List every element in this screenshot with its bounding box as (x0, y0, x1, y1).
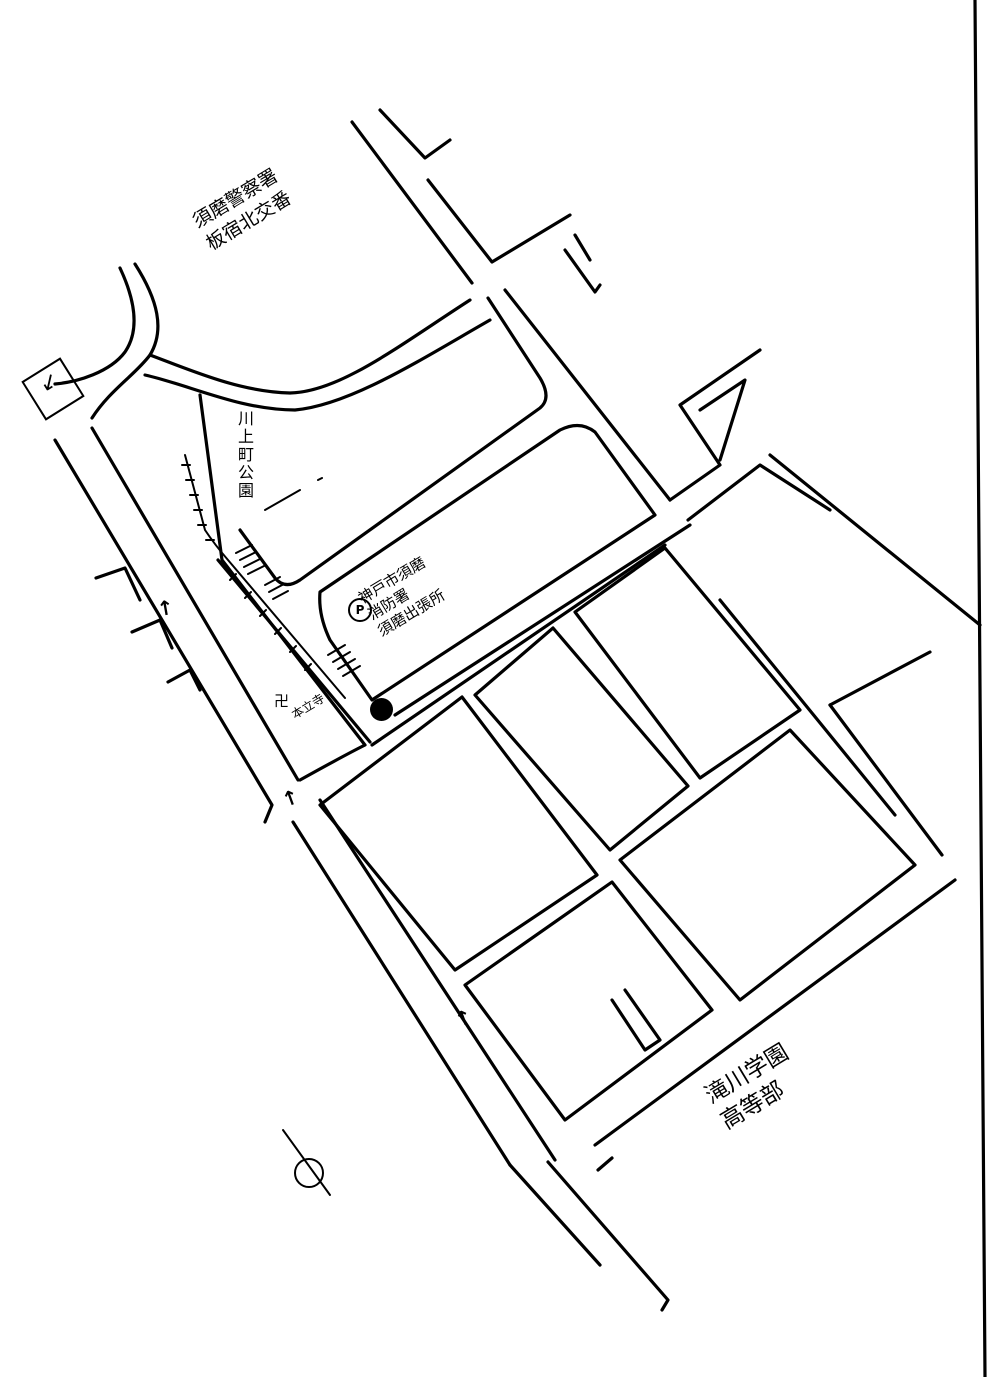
grid-block-5 (463, 880, 714, 1122)
page-edge-line (973, 0, 987, 1377)
grid-road-ne (686, 463, 832, 522)
crosswalk-3 (327, 644, 361, 677)
road-to-police (148, 298, 472, 395)
main-road-west-c (291, 820, 512, 1167)
ne-road-f (573, 233, 592, 262)
railway-ticks (181, 464, 312, 671)
block-temple (198, 393, 367, 782)
parking-circle-icon: P (348, 598, 372, 622)
block-upper (238, 296, 548, 587)
ne-road-d (503, 288, 672, 502)
grid-road-se-2 (596, 1156, 614, 1172)
grid-road-ne-2 (718, 598, 897, 817)
manji-temple-icon: 卍 (274, 692, 290, 710)
main-road-west-b (90, 426, 300, 782)
ne-road-g (668, 348, 762, 502)
crosswalk-1 (235, 544, 265, 575)
main-road-south-b (508, 1163, 602, 1267)
park-label: 川上町公園 (235, 410, 254, 500)
ne-road-b (378, 108, 452, 160)
side-stub-2 (130, 618, 174, 650)
railway-line (184, 454, 346, 699)
road-curve-north-2 (90, 262, 160, 420)
temple-wall (216, 558, 372, 744)
road-curve-north (53, 266, 136, 386)
compass-rose-icon (294, 1158, 324, 1188)
road-station-se (370, 543, 667, 747)
main-road-west-a (53, 438, 274, 824)
main-road-west-d (318, 798, 557, 1162)
ne-road-e (563, 248, 602, 294)
crosswalk-2 (264, 576, 289, 600)
side-stub-1 (94, 566, 142, 602)
grid-road-ne-4 (768, 453, 982, 627)
main-road-south (546, 1160, 670, 1312)
grid-road-se (593, 878, 957, 1147)
road-station-se-2 (393, 523, 692, 717)
park-edge (264, 477, 323, 511)
grid-block-4 (618, 728, 917, 1002)
grid-block-3 (573, 546, 802, 780)
ne-road-a (350, 120, 474, 285)
grid-block-2 (473, 626, 690, 852)
side-stub-3 (166, 668, 202, 692)
grid-stub-south (610, 988, 662, 1052)
grid-block-1 (318, 695, 599, 972)
block-station (318, 423, 657, 702)
grid-road-ne-3 (828, 703, 944, 857)
ne-road-c (426, 178, 572, 264)
station-dot-icon (370, 698, 393, 721)
ne-road-h (698, 378, 747, 462)
grid-road-ne-5 (828, 650, 932, 707)
road-to-police-2 (143, 318, 492, 412)
